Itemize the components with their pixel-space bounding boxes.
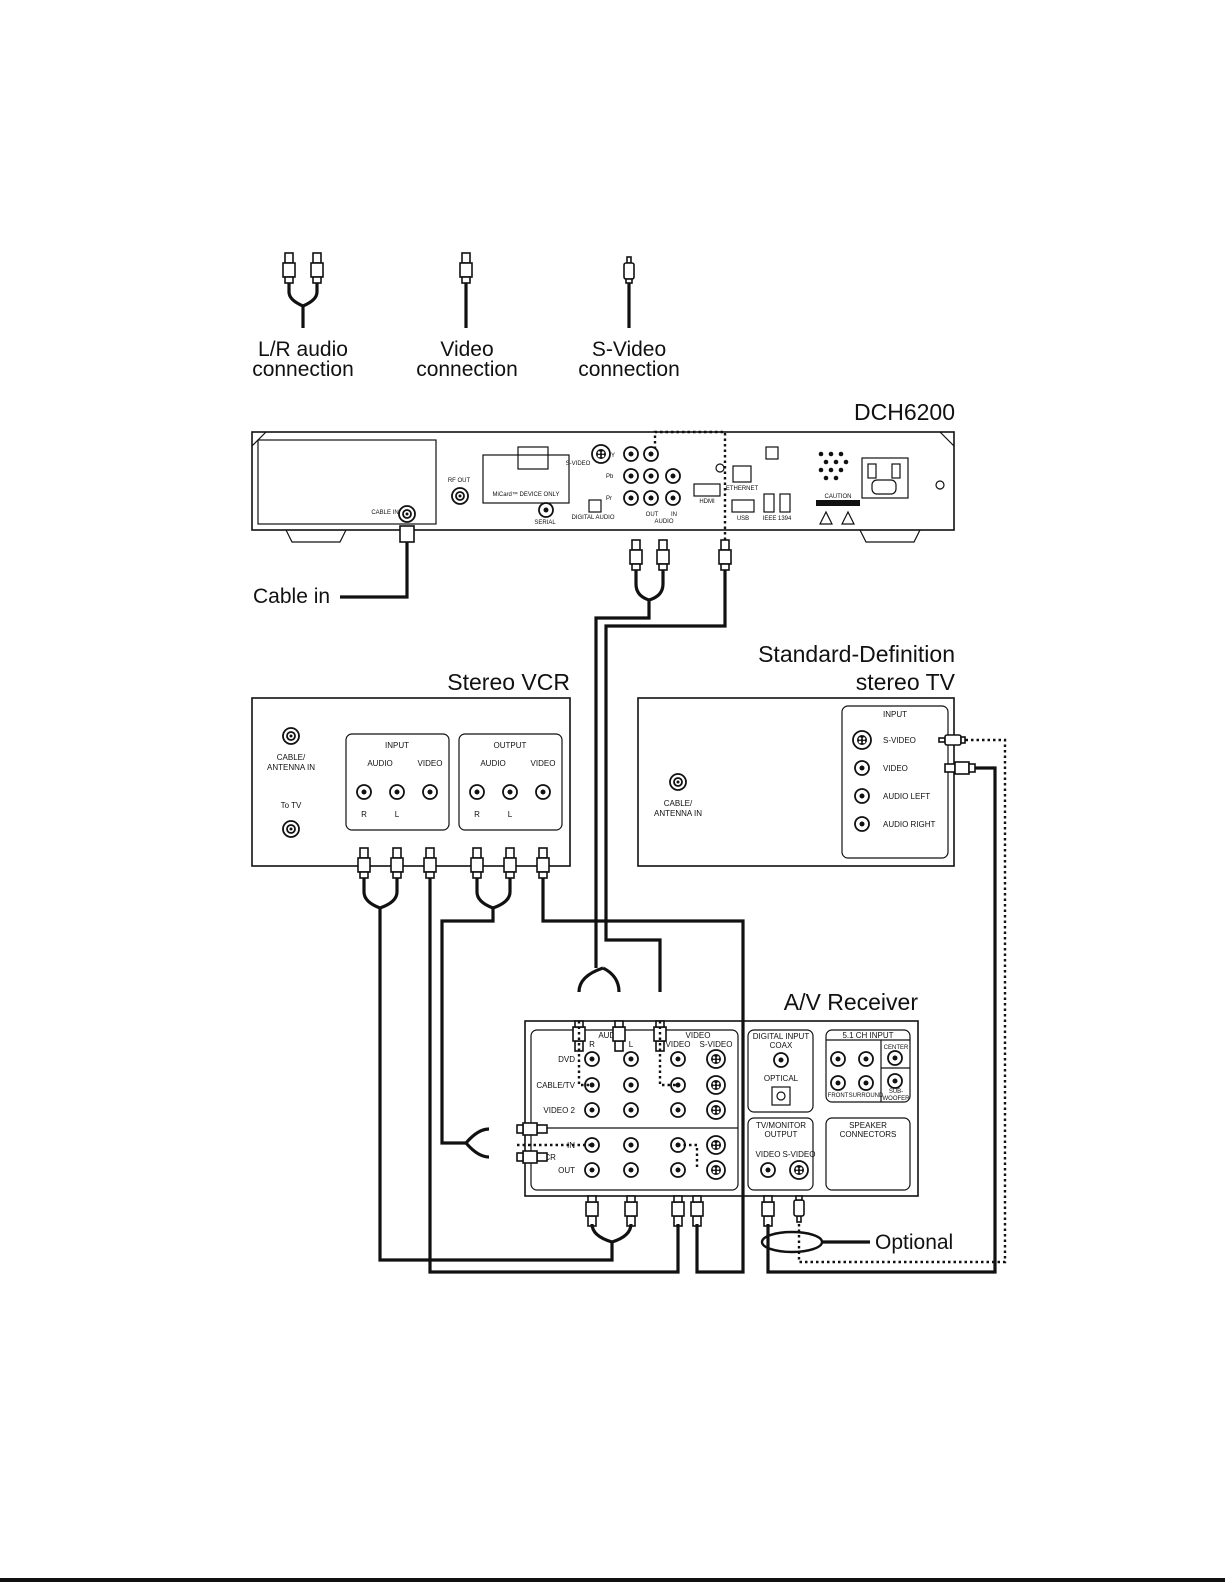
vcr-cable-antenna-line2: ANTENNA IN — [267, 763, 315, 772]
rcv-tv-monitor: TV/MONITOR — [756, 1121, 806, 1130]
dch-ethernet: ETHERNET — [726, 486, 759, 492]
vcr-device: CABLE/ ANTENNA IN To TV INPUT AUDIO VIDE… — [251, 697, 571, 867]
vcr-input-video: VIDEO — [418, 759, 443, 768]
rcv-l: L — [629, 1040, 634, 1049]
legend-svideo-line1: S-Video — [592, 338, 666, 361]
cable-in-label: Cable in — [253, 585, 330, 608]
tv-audio-left: AUDIO LEFT — [883, 792, 930, 801]
dch-cable-in-port: CABLE IN — [371, 510, 398, 516]
page-bottom-rule — [0, 1578, 1225, 1582]
dch-pb: Pb — [606, 474, 614, 480]
rcv-mon-svideo: S-VIDEO — [783, 1150, 816, 1159]
rcv-svideo-col: S-VIDEO — [700, 1040, 733, 1049]
rcv-speaker-line2: CONNECTORS — [840, 1130, 897, 1139]
rcv-cable-tv: CABLE/TV — [536, 1081, 575, 1090]
rcv-surround: SURROUND — [849, 1093, 884, 1099]
vcr-output-label: OUTPUT — [494, 741, 527, 750]
vcr-title: Stereo VCR — [447, 669, 570, 695]
legend-lr-audio-line2: connection — [252, 358, 354, 381]
tv-cable-antenna-line2: ANTENNA IN — [654, 809, 702, 818]
vcr-output-l: L — [508, 810, 513, 819]
rcv-r: R — [589, 1040, 595, 1049]
vcr-output-video: VIDEO — [531, 759, 556, 768]
rcv-video-col: VIDEO — [666, 1040, 691, 1049]
legend-lr-audio-line1: L/R audio — [258, 338, 348, 361]
receiver-device: AUDIO VIDEO R L VIDEO S-VIDEO DVD CABLE/… — [524, 1020, 919, 1197]
legend-video: Video connection — [416, 252, 518, 381]
tv-device: CABLE/ ANTENNA IN INPUT S-VIDEO VIDEO AU… — [637, 697, 955, 867]
rcv-output: OUTPUT — [765, 1130, 798, 1139]
rcv-subwoofer-line2: WOOFER — [883, 1096, 911, 1102]
vcr-input-r: R — [361, 810, 367, 819]
dch-s-video: S-VIDEO — [566, 461, 591, 467]
legend-lr-audio: L/R audio connection — [252, 252, 354, 381]
vcr-output-audio: AUDIO — [480, 759, 505, 768]
legend-svideo-line2: connection — [578, 358, 680, 381]
tv-video: VIDEO — [883, 764, 908, 773]
dch6200-device: RF OUT CABLE IN MiCard™ DEVICE ONLY SERI… — [251, 431, 955, 543]
vcr-input-l: L — [395, 810, 400, 819]
cable-lines — [362, 570, 1007, 1274]
rcv-mon-video: VIDEO — [756, 1150, 781, 1159]
rcv-coax: COAX — [770, 1041, 793, 1050]
dch-hdmi: HDMI — [699, 499, 715, 505]
rcv-video2: VIDEO 2 — [543, 1106, 575, 1115]
rcv-out: OUT — [558, 1166, 575, 1175]
tv-audio-right: AUDIO RIGHT — [883, 820, 936, 829]
dch-audio-sub: AUDIO — [654, 519, 673, 525]
legend-video-line2: connection — [416, 358, 518, 381]
vcr-input-label: INPUT — [385, 741, 409, 750]
rcv-video: VIDEO — [686, 1031, 711, 1040]
tv-s-video: S-VIDEO — [883, 736, 916, 745]
vcr-output-r: R — [474, 810, 480, 819]
dch-y: Y — [611, 453, 615, 459]
tv-cable-antenna-line1: CABLE/ — [664, 799, 693, 808]
optional-label: Optional — [875, 1231, 953, 1254]
tv-title-line2: stereo TV — [856, 669, 956, 695]
dch-in: IN — [671, 512, 677, 518]
dch-ieee: IEEE 1394 — [763, 516, 792, 522]
rcv-subwoofer-line1: SUB- — [889, 1089, 903, 1095]
legend-video-line1: Video — [440, 338, 493, 361]
rcv-digital-input: DIGITAL INPUT — [753, 1032, 810, 1041]
dch-usb: USB — [737, 516, 749, 522]
vcr-cable-antenna-line1: CABLE/ — [277, 753, 306, 762]
legend-svideo: S-Video connection — [578, 256, 680, 381]
dch6200-title: DCH6200 — [854, 399, 955, 425]
rcv-front: FRONT — [828, 1093, 849, 1099]
rcv-in: IN — [567, 1141, 575, 1150]
vcr-to-tv: To TV — [281, 801, 302, 810]
rcv-ch-input: 5.1 CH INPUT — [842, 1031, 893, 1040]
dch-device-only: MiCard™ DEVICE ONLY — [493, 491, 560, 498]
rcv-dvd: DVD — [558, 1055, 575, 1064]
dch-out: OUT — [646, 512, 659, 518]
vcr-input-audio: AUDIO — [367, 759, 392, 768]
tv-input-label: INPUT — [883, 710, 907, 719]
rcv-center: CENTER — [884, 1045, 909, 1051]
rcv-optical: OPTICAL — [764, 1074, 799, 1083]
rcv-speaker-line1: SPEAKER — [849, 1121, 887, 1130]
dch-rf-out: RF OUT — [448, 478, 471, 484]
dch-serial: SERIAL — [534, 520, 556, 526]
tv-title-line1: Standard-Definition — [758, 641, 955, 667]
dch-pr: Pr — [606, 496, 612, 502]
receiver-title: A/V Receiver — [784, 989, 919, 1015]
rcv-audio: AUDIO — [598, 1031, 623, 1040]
dch-caution: CAUTION — [825, 494, 852, 500]
dch-digital-audio: DIGITAL AUDIO — [571, 515, 614, 521]
